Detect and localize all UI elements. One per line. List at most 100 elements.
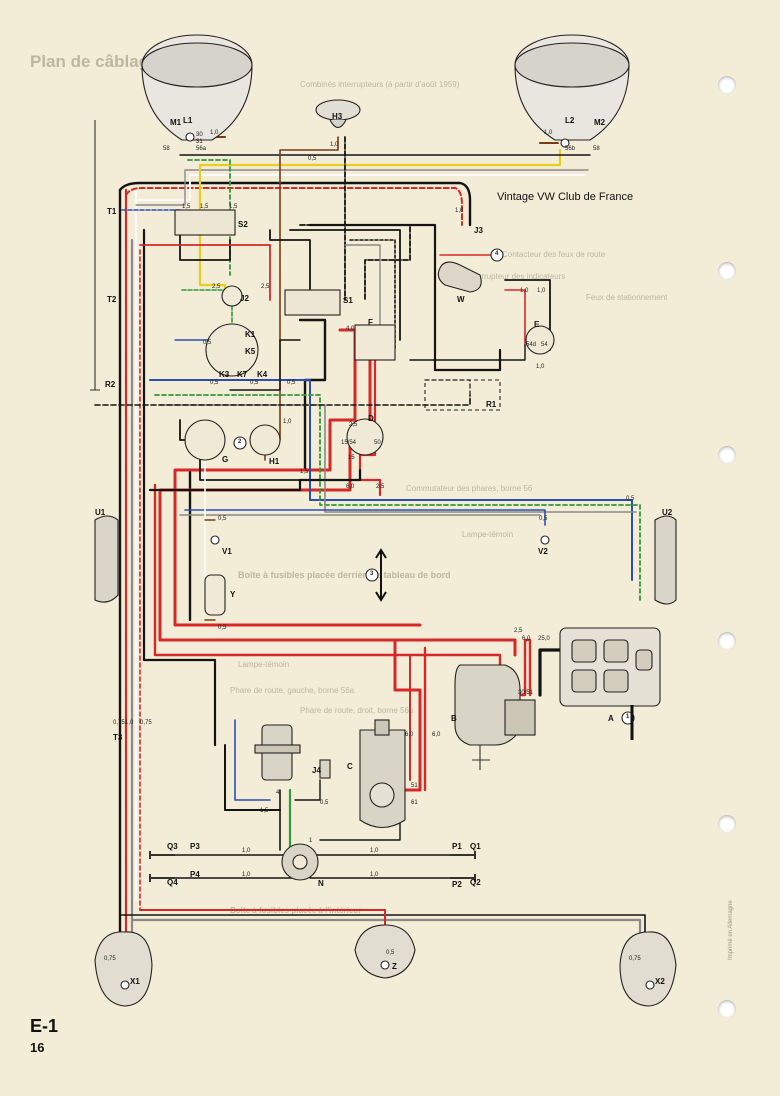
terminal-label: 56b: [565, 146, 576, 152]
wire-blue: [149, 379, 633, 581]
spark-plug-q1: [450, 851, 476, 859]
wire-black: [289, 229, 401, 341]
ghost-label: Boîte à fusibles placée derrière le tabl…: [238, 570, 451, 580]
wire-gauge-label: 25,0: [538, 636, 550, 642]
wire-white: [135, 174, 586, 201]
marker-label: 4: [495, 251, 499, 257]
wire-gauge-label: 1,0: [370, 848, 379, 854]
wire-green: [154, 394, 641, 601]
wire-gauge-label: 0,5: [218, 516, 227, 522]
terminal-label: 61: [411, 800, 418, 806]
component-label: X2: [655, 977, 665, 986]
terminal-label: 54: [541, 342, 548, 348]
wire-gauge-label: 0,75: [113, 720, 125, 726]
page-number: 16: [30, 1040, 45, 1055]
side-reference: Imprimé en Allemagne: [728, 900, 734, 960]
terminal-label: 31: [196, 139, 203, 145]
ghost-label: Phare de route, gauche, borne 56a: [230, 686, 355, 695]
marker-label: 3: [370, 571, 374, 577]
wire-black: [299, 224, 411, 301]
component-label: Z: [392, 962, 397, 971]
headlight-right-rim: [514, 42, 630, 88]
component-label: R1: [486, 400, 497, 409]
spark-plug-q3: [149, 851, 175, 859]
spark-plug-q2: [450, 874, 476, 882]
binder-hole: [718, 446, 736, 464]
component-label: K5: [245, 347, 256, 356]
wires: [94, 136, 646, 1002]
wire-gauge-label: 1,0: [330, 142, 339, 148]
component-label: A: [608, 714, 614, 723]
binder-hole: [718, 1000, 736, 1018]
wire-gauge-label: 0,75: [629, 956, 641, 962]
component-label: P3: [190, 842, 200, 851]
component-label: S2: [238, 220, 248, 229]
tail-light-x1: [94, 931, 153, 1007]
component-label: U1: [95, 508, 106, 517]
spark-plug-q4: [149, 874, 175, 882]
oil-pressure-switch-j4: [319, 759, 331, 779]
wire-black: [308, 223, 502, 372]
component-label: K4: [257, 370, 268, 379]
wire-gauge-label: 0,5: [210, 380, 219, 386]
wire-red: [125, 187, 463, 226]
wire-gauge-label: 2,5: [349, 422, 358, 428]
wire-red: [158, 338, 517, 657]
ghost-label: Commutateur des phares, borne 56: [406, 484, 533, 493]
terminal-label: 30: [196, 132, 203, 138]
wire-grey: [135, 169, 589, 206]
component-label: Y: [230, 590, 236, 599]
component-label: V2: [538, 547, 548, 556]
ghost-label: Lampe-témoin: [462, 530, 514, 539]
wire-black: [224, 744, 281, 811]
binder-hole: [718, 815, 736, 833]
marker-4: [490, 248, 504, 262]
component-label: T3: [113, 733, 123, 742]
fuel-sender-y: [204, 574, 226, 616]
wire-black: [174, 854, 451, 879]
wire-brown: [204, 519, 216, 621]
wire-gauge-label: 1,5: [300, 469, 309, 475]
terminal-label: 4: [276, 790, 280, 796]
dimmer-switch-j2: [221, 285, 243, 307]
wire-gauge-label: 0,5: [250, 380, 259, 386]
component-label: H3: [332, 112, 343, 121]
component-label: M1: [170, 118, 182, 127]
component-label: J2: [240, 294, 249, 303]
terminal-label: 15: [348, 455, 355, 461]
wire-black: [349, 239, 396, 351]
component-label: E: [534, 320, 540, 329]
wire-gauge-label: 1,0: [210, 130, 219, 136]
terminal-label: 54d: [526, 342, 537, 348]
watermark-text: Vintage VW Club de France: [497, 191, 634, 203]
wire-red: [139, 909, 386, 961]
wire-black: [142, 228, 217, 747]
wire-gauge-label: 1,0: [520, 288, 529, 294]
wire-gauge-label: 1,0: [242, 872, 251, 878]
ghost-label: Contacteur des feux de route: [502, 250, 606, 259]
terminal-label: 51: [411, 783, 418, 789]
wire-brown: [279, 136, 339, 441]
wire-black: [409, 344, 526, 361]
component-label: H1: [269, 457, 280, 466]
center-double-arrow: [375, 548, 387, 602]
wire-blue: [234, 719, 271, 801]
component-label: W: [457, 295, 465, 304]
terminal-label: 15/54: [341, 440, 357, 446]
marker-label: 1: [626, 714, 630, 720]
wire-gauge-label: 1,0: [537, 288, 546, 294]
wire-gauge-label: 0,5: [539, 516, 548, 522]
binder-hole: [718, 632, 736, 650]
radio-r1: [424, 379, 501, 411]
component-label: K7: [237, 370, 248, 379]
component-label: R2: [105, 380, 116, 389]
wire-gauge-label: 2,5: [212, 284, 221, 290]
wire-black: [269, 229, 311, 291]
wire-blue: [184, 509, 546, 526]
component-label: U2: [662, 508, 673, 517]
wire-gauge-label: 6,0: [522, 636, 531, 642]
wire-gauge-label: 1,0: [536, 364, 545, 370]
marker-3: [365, 568, 379, 582]
